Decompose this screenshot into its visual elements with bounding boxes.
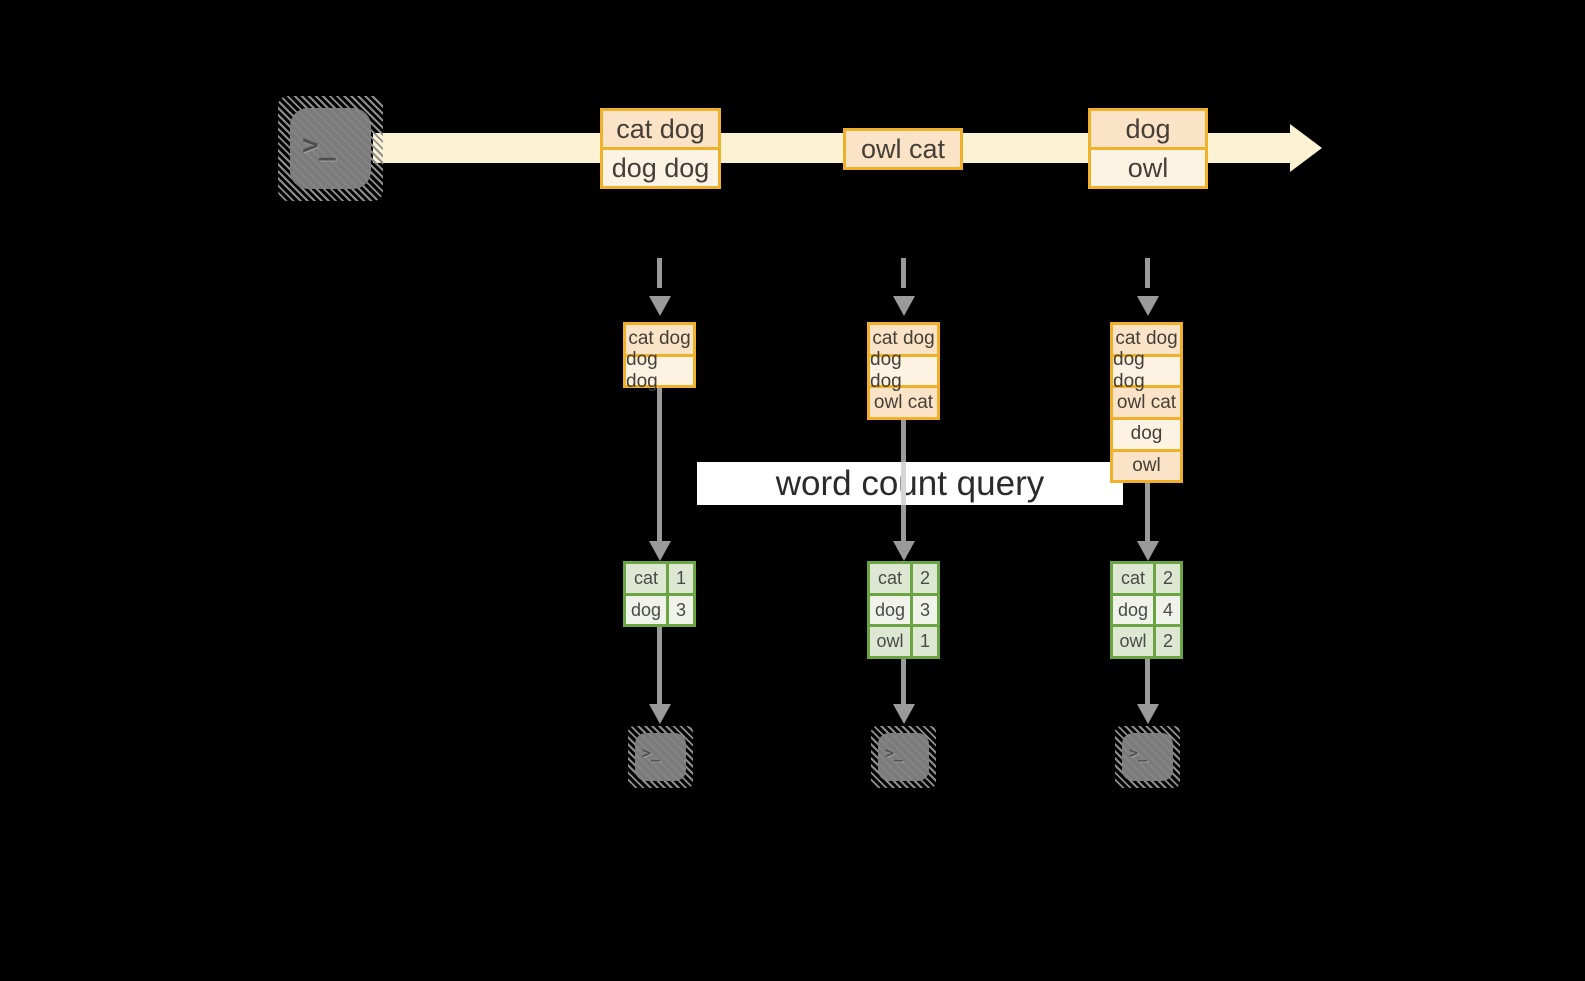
count-table-2: cat 2 dog 3 owl 1 [867, 561, 940, 660]
terminal-screen: >_ [635, 733, 686, 781]
output-arrow-2 [901, 659, 906, 704]
prompt-glyph: >_ [1129, 744, 1148, 762]
count-value: 3 [913, 595, 937, 625]
query-arrowhead-3-icon [1137, 541, 1159, 561]
queue-box-1: cat dog dog dog [623, 322, 696, 392]
count-word: owl [870, 627, 910, 657]
sink-terminal-icon-3: >_ [1115, 726, 1180, 788]
count-word: cat [626, 564, 666, 593]
queue-item: dog dog [1113, 349, 1180, 392]
count-table-1: cat 1 dog 3 [623, 561, 696, 628]
query-arrow-2-overlap [901, 462, 906, 505]
count-value: 1 [913, 627, 937, 657]
terminal-screen: >_ [1122, 733, 1173, 781]
count-value: 1 [669, 564, 693, 593]
count-table-3: cat 2 dog 4 owl 2 [1110, 561, 1183, 660]
queue-item: cat dog [870, 325, 937, 354]
queue-box-3: cat dog dog dog owl cat dog owl [1110, 322, 1183, 484]
ingest-arrow-1 [657, 258, 662, 288]
ingest-arrowhead-3-icon [1137, 296, 1159, 316]
count-value: 4 [1156, 595, 1180, 625]
batch-item: owl cat [846, 131, 960, 167]
queue-item: owl cat [1113, 388, 1180, 418]
output-arrowhead-3-icon [1137, 704, 1159, 724]
prompt-glyph: >_ [642, 744, 661, 762]
queue-item: cat dog [1113, 325, 1180, 354]
prompt-glyph: >_ [302, 128, 336, 161]
prompt-glyph: >_ [885, 744, 904, 762]
count-value: 2 [1156, 627, 1180, 657]
batch-box-1: cat dog dog dog [600, 108, 721, 189]
batch-item: dog dog [603, 150, 718, 186]
terminal-screen: >_ [878, 733, 929, 781]
query-arrow-1 [657, 388, 662, 541]
queue-item: dog dog [626, 349, 693, 392]
query-arrow-3 [1145, 483, 1150, 541]
sink-terminal-icon-2: >_ [871, 726, 936, 788]
batch-box-3: dog owl [1088, 108, 1208, 189]
source-terminal-icon: >_ [278, 96, 383, 201]
count-word: dog [870, 595, 910, 625]
count-word: dog [626, 595, 666, 625]
stream-band-arrowhead-icon [1290, 124, 1322, 172]
output-arrowhead-1-icon [649, 704, 671, 724]
batch-item: cat dog [603, 111, 718, 147]
count-value: 2 [913, 564, 937, 593]
query-label: word count query [697, 462, 1123, 505]
count-value: 2 [1156, 564, 1180, 593]
queue-box-2: cat dog dog dog owl cat [867, 322, 940, 421]
count-word: cat [1113, 564, 1153, 593]
queue-item: dog [1113, 420, 1180, 449]
query-arrowhead-2-icon [893, 541, 915, 561]
ingest-arrowhead-1-icon [649, 296, 671, 316]
sink-terminal-icon-1: >_ [628, 726, 693, 788]
batch-box-2: owl cat [843, 128, 963, 170]
batch-item: owl [1091, 150, 1205, 186]
queue-item: owl cat [870, 388, 937, 418]
output-arrowhead-2-icon [893, 704, 915, 724]
ingest-arrowhead-2-icon [893, 296, 915, 316]
ingest-arrow-2 [901, 258, 906, 288]
queue-item: dog dog [870, 349, 937, 392]
count-word: owl [1113, 627, 1153, 657]
count-word: cat [870, 564, 910, 593]
ingest-arrow-3 [1145, 258, 1150, 288]
query-arrowhead-1-icon [649, 541, 671, 561]
queue-item: owl [1113, 451, 1180, 481]
batch-item: dog [1091, 111, 1205, 147]
output-arrow-1 [657, 627, 662, 704]
count-value: 3 [669, 595, 693, 625]
queue-item: cat dog [626, 325, 693, 354]
terminal-screen: >_ [290, 108, 371, 189]
output-arrow-3 [1145, 659, 1150, 704]
count-word: dog [1113, 595, 1153, 625]
